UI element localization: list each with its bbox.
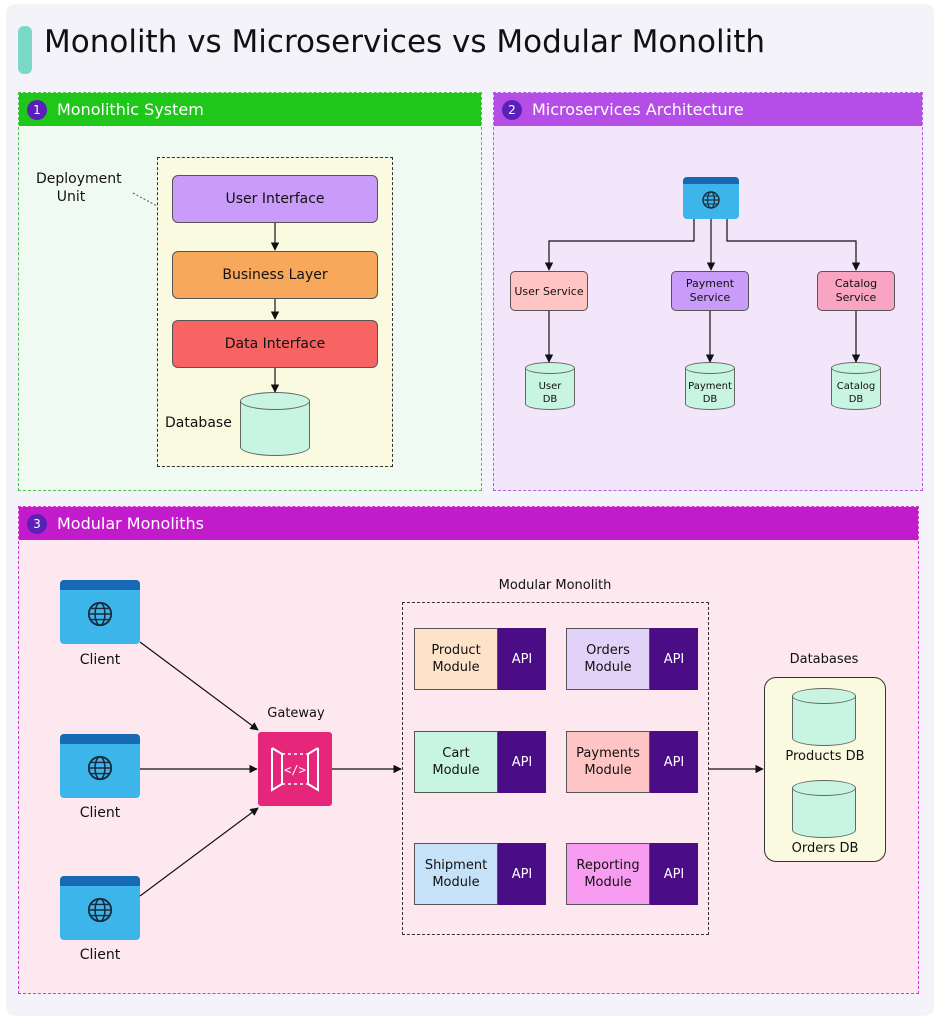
orders-db-label: Orders DB <box>791 841 859 856</box>
section-number-badge: 1 <box>27 99 47 120</box>
globe-icon <box>701 190 721 210</box>
user-service-box: User Service <box>510 271 588 311</box>
catalog-service-box: Catalog Service <box>817 271 895 311</box>
section-number-badge: 3 <box>27 513 47 534</box>
payment-db-cylinder <box>685 362 735 410</box>
payment-service-box: Payment Service <box>671 271 749 311</box>
api-tag: API <box>498 843 546 905</box>
api-tag: API <box>650 843 698 905</box>
user-db-cylinder <box>525 362 575 410</box>
client-label: Client <box>79 652 121 668</box>
section-number-badge: 2 <box>502 99 522 120</box>
client-browser-icon <box>60 876 140 940</box>
client-label: Client <box>79 947 121 963</box>
modular-panel-title: Modular Monoliths <box>57 514 204 533</box>
modular-panel-header: 3 Modular Monoliths <box>19 507 918 540</box>
api-tag: API <box>498 731 546 793</box>
payments-module: Payments Module API <box>566 731 698 793</box>
client-browser-icon <box>60 734 140 798</box>
page-title: Monolith vs Microservices vs Modular Mon… <box>44 24 765 60</box>
reporting-module: Reporting Module API <box>566 843 698 905</box>
microservices-panel-header: 2 Microservices Architecture <box>494 93 922 126</box>
gateway-label: Gateway <box>267 706 325 721</box>
business-layer: Business Layer <box>172 251 378 299</box>
module-name: Shipment Module <box>414 843 498 905</box>
api-tag: API <box>650 731 698 793</box>
orders-module: Orders Module API <box>566 628 698 690</box>
products-db-cylinder <box>792 688 856 746</box>
svg-text:</>: </> <box>284 763 306 777</box>
api-tag: API <box>498 628 546 690</box>
module-name: Payments Module <box>566 731 650 793</box>
title-accent-bar <box>18 26 32 74</box>
module-name: Reporting Module <box>566 843 650 905</box>
globe-icon <box>86 754 114 782</box>
client-browser-icon <box>60 580 140 644</box>
deployment-unit-label: Deployment Unit <box>36 171 122 205</box>
user-db-label: User DB <box>538 381 562 405</box>
monolithic-panel-title: Monolithic System <box>57 100 204 119</box>
globe-icon <box>86 896 114 924</box>
browser-icon <box>683 177 739 219</box>
data-interface-layer: Data Interface <box>172 320 378 368</box>
payment-db-label: Payment DB <box>688 381 732 405</box>
api-tag: API <box>650 628 698 690</box>
monolithic-panel-header: 1 Monolithic System <box>19 93 481 126</box>
globe-icon <box>86 600 114 628</box>
database-label: Database <box>165 415 232 431</box>
modular-monolith-label: Modular Monolith <box>498 578 612 593</box>
gateway-icon: </> <box>258 732 332 806</box>
databases-label: Databases <box>789 652 859 667</box>
shipment-module: Shipment Module API <box>414 843 546 905</box>
catalog-db-label: Catalog DB <box>836 381 876 405</box>
monolith-database-cylinder <box>240 392 310 456</box>
client-label: Client <box>79 805 121 821</box>
module-name: Orders Module <box>566 628 650 690</box>
modular-monolith-container <box>402 602 709 935</box>
orders-db-cylinder <box>792 780 856 838</box>
products-db-label: Products DB <box>785 749 865 764</box>
user-interface-layer: User Interface <box>172 175 378 223</box>
catalog-db-cylinder <box>831 362 881 410</box>
cart-module: Cart Module API <box>414 731 546 793</box>
module-name: Cart Module <box>414 731 498 793</box>
microservices-panel-title: Microservices Architecture <box>532 100 744 119</box>
product-module: Product Module API <box>414 628 546 690</box>
module-name: Product Module <box>414 628 498 690</box>
